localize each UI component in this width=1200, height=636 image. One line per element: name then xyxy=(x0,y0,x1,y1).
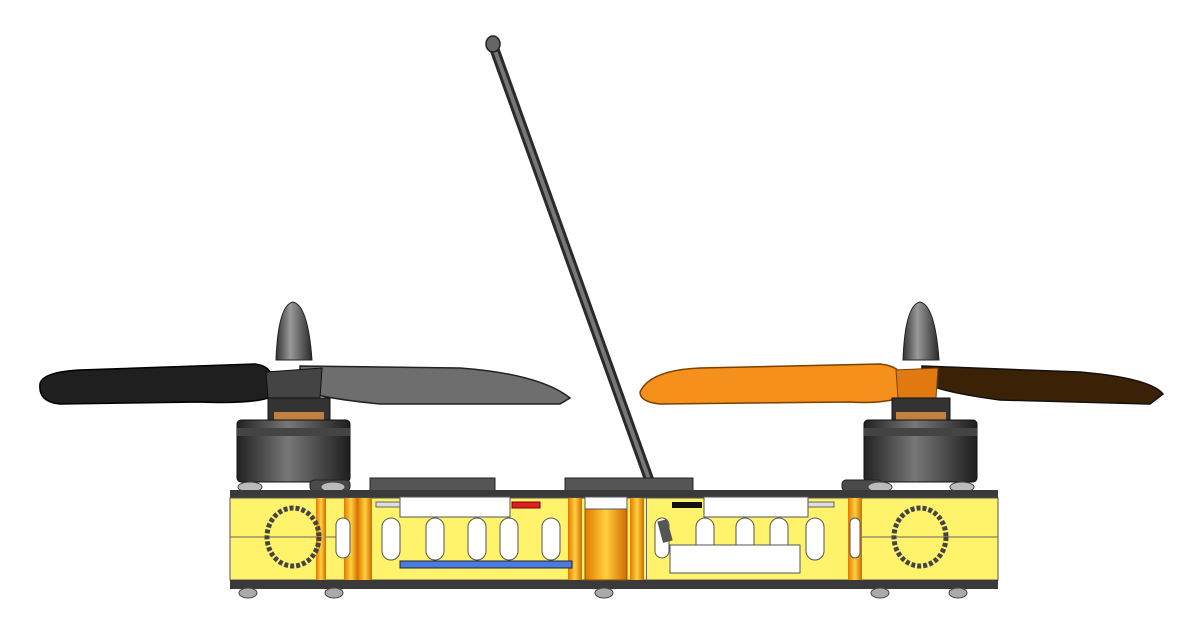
antenna xyxy=(485,35,655,487)
right-motor xyxy=(863,301,978,483)
left-propeller xyxy=(39,363,572,405)
left-motor xyxy=(236,301,351,483)
top-plates xyxy=(237,477,975,493)
frame xyxy=(229,490,999,589)
bottom-screws xyxy=(238,587,968,599)
right-propeller xyxy=(639,363,1165,405)
